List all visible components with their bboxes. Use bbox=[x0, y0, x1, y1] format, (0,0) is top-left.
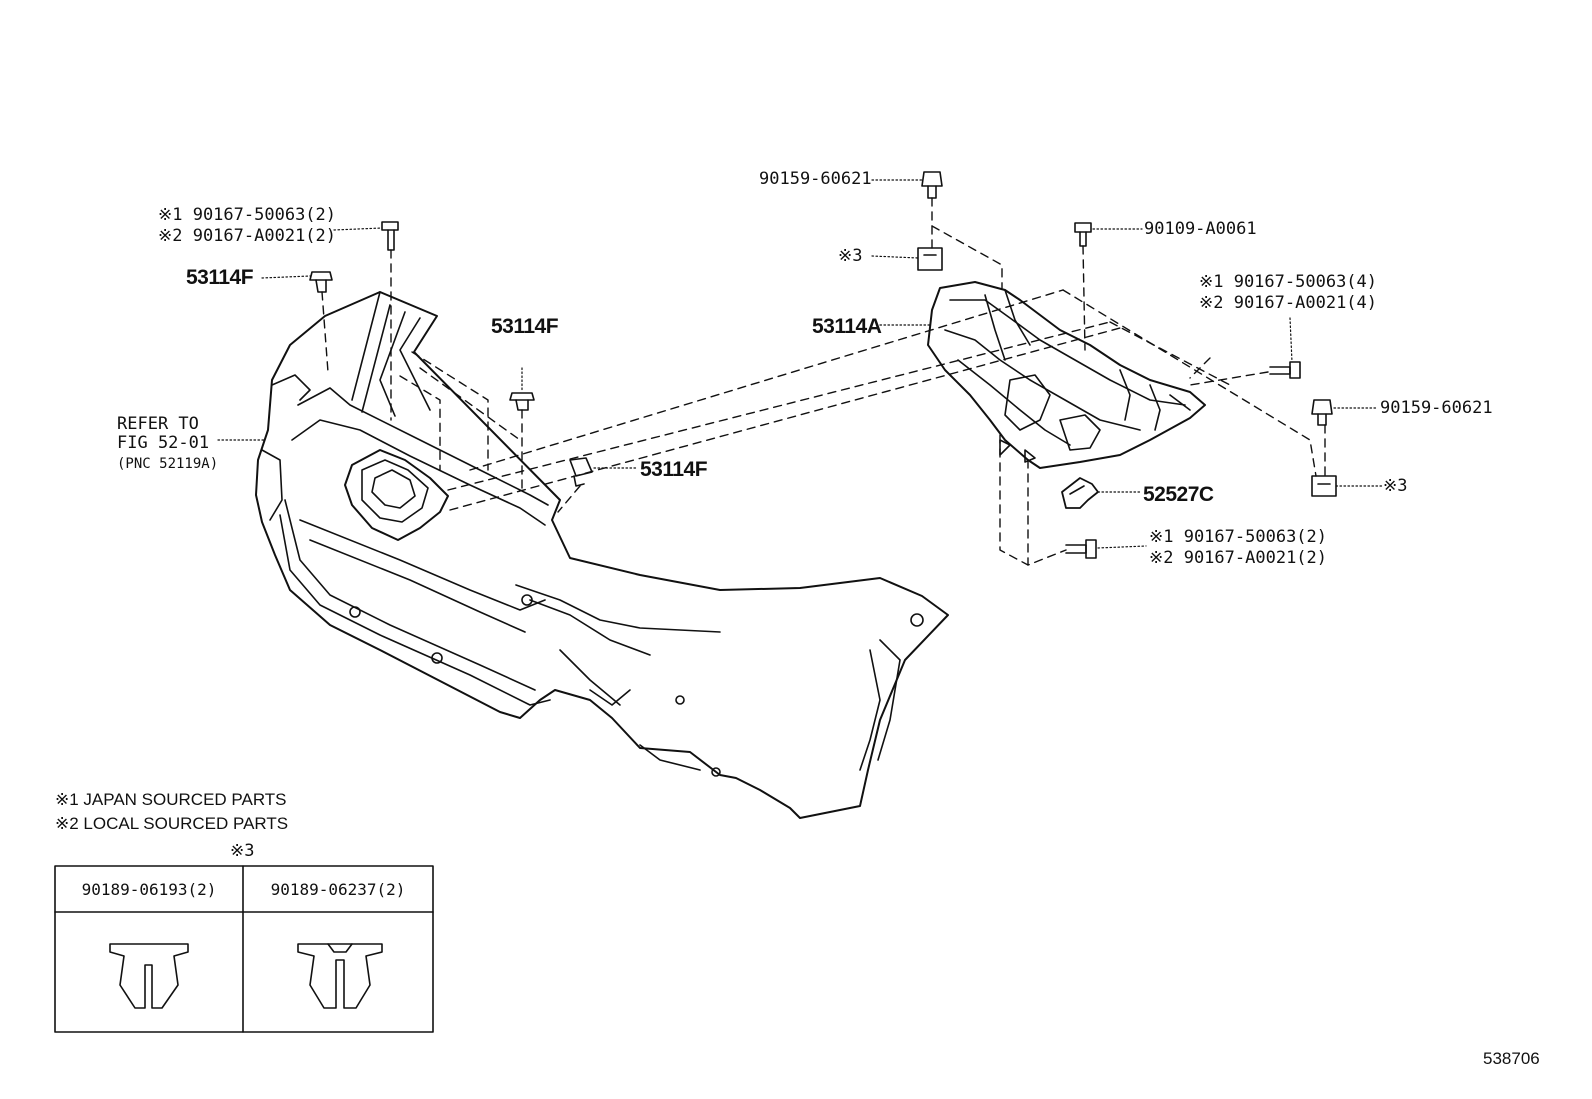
label-clip-center: 53114F bbox=[640, 458, 708, 481]
label-refer-line3: (PNC 52119A) bbox=[117, 456, 219, 472]
assembly-lines bbox=[321, 197, 1326, 566]
label-clip-left: 53114F bbox=[186, 266, 254, 289]
label-bracket-small: 52527C bbox=[1143, 483, 1214, 506]
bracket-52527c bbox=[1061, 477, 1099, 509]
label-bolt-right-b: ※2 90167-A0021(4) bbox=[1199, 293, 1378, 313]
label-bolt-top-right: 90109-A0061 bbox=[1144, 219, 1257, 239]
label-bolt-far-right: 90159-60621 bbox=[1380, 398, 1493, 418]
fastener-bolt-top-center bbox=[921, 171, 943, 199]
figure-id: 538706 bbox=[1483, 1049, 1540, 1068]
leader-lines bbox=[217, 179, 1383, 549]
label-bolt-bottom-b: ※2 90167-A0021(2) bbox=[1149, 548, 1328, 568]
fastener-bolt-far-right bbox=[1311, 399, 1333, 426]
label-bracket: 53114A bbox=[812, 315, 882, 338]
label-bolt-right-a: ※1 90167-50063(4) bbox=[1199, 272, 1378, 292]
fastener-nut-right bbox=[1311, 475, 1337, 497]
legend-table-header: ※3 bbox=[230, 841, 255, 861]
fastener-bolt-bottom bbox=[1065, 539, 1097, 559]
label-bolt-top-center: 90159-60621 bbox=[759, 169, 872, 189]
fastener-clip-left bbox=[309, 271, 333, 293]
fastener-bolt-left bbox=[381, 221, 399, 251]
label-bolt-left-b: ※2 90167-A0021(2) bbox=[158, 226, 337, 246]
label-refer-line1: REFER TO bbox=[117, 414, 199, 434]
clip-icon-2 bbox=[297, 943, 383, 1009]
clip-icon-1 bbox=[109, 943, 189, 1009]
legend-col2: 90189-06237(2) bbox=[270, 880, 406, 899]
fastener-nut-top bbox=[917, 247, 943, 271]
label-clip-mid: 53114F bbox=[491, 315, 559, 338]
label-refer-line2: FIG 52-01 bbox=[117, 433, 210, 453]
label-mark3-top: ※3 bbox=[838, 246, 863, 266]
label-bolt-bottom-a: ※1 90167-50063(2) bbox=[1149, 527, 1328, 547]
label-bolt-left-a: ※1 90167-50063(2) bbox=[158, 205, 337, 225]
legend-note1: ※1 JAPAN SOURCED PARTS bbox=[55, 790, 287, 809]
legend-col1: 90189-06193(2) bbox=[81, 880, 217, 899]
label-mark3-right: ※3 bbox=[1383, 476, 1408, 496]
legend-note2: ※2 LOCAL SOURCED PARTS bbox=[55, 814, 289, 833]
fastener-clip-mid bbox=[509, 392, 535, 411]
legend-table bbox=[54, 865, 434, 1033]
fastener-bolt-right bbox=[1269, 361, 1301, 379]
bracket-53114a bbox=[927, 281, 1206, 469]
bumper-cover bbox=[255, 291, 949, 819]
fastener-bolt-top-right bbox=[1074, 222, 1092, 247]
